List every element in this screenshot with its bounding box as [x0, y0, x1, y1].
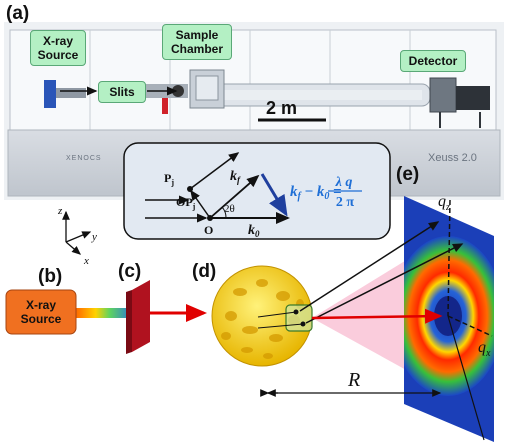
label-k0: k0 [248, 223, 260, 239]
panel-label-c: (c) [118, 261, 141, 282]
axis-y: y [91, 231, 97, 243]
source-box-label: X-ray Source [20, 298, 62, 326]
equation-lhs: kf − k0 = [290, 184, 342, 202]
qz-axis [447, 199, 451, 317]
source-box-shape [5, 289, 77, 335]
label-kf: kf [230, 169, 241, 185]
label-angle: 2θ [224, 203, 235, 215]
panel-label-d: (d) [192, 261, 216, 282]
qx-axis [447, 315, 493, 337]
label-opj: OPj [176, 195, 196, 211]
qz-label: qz [438, 193, 450, 213]
panel-label-a: (a) [6, 3, 29, 24]
sample-chamber-tag: Sample Chamber [162, 24, 232, 60]
source-beam [76, 308, 132, 318]
brand-left: XENOCS [66, 155, 102, 162]
qx-label: qx [478, 339, 491, 359]
label-pj: Pj [164, 171, 174, 187]
red-beam-transmitted [311, 308, 443, 324]
panel-label-e: (e) [396, 164, 419, 185]
xyz-axes [62, 210, 92, 255]
scale-label: 2 m [266, 98, 297, 118]
brand-right: Xeuss 2.0 [428, 152, 477, 164]
detector-tag: Detector [400, 50, 466, 72]
scattering-volume [285, 304, 313, 332]
panel-label-b: (b) [38, 266, 62, 287]
scattering-geometry [145, 152, 290, 224]
inset-box [123, 142, 391, 240]
equation-num: λ q [335, 175, 353, 190]
scattered-ray-2 [305, 243, 464, 324]
axis-z: z [57, 205, 63, 217]
scattered-ray-1 [299, 221, 440, 312]
xray-source-tag: X-ray Source [30, 30, 86, 66]
equation-den: 2 π [336, 195, 355, 210]
detector-plane [404, 196, 494, 442]
detector-diagonal [447, 315, 485, 441]
label-o: O [204, 223, 213, 237]
axis-x: x [83, 255, 89, 267]
slits-tag: Slits [98, 81, 146, 103]
r-label: R [347, 369, 360, 391]
slit-element [126, 280, 150, 354]
